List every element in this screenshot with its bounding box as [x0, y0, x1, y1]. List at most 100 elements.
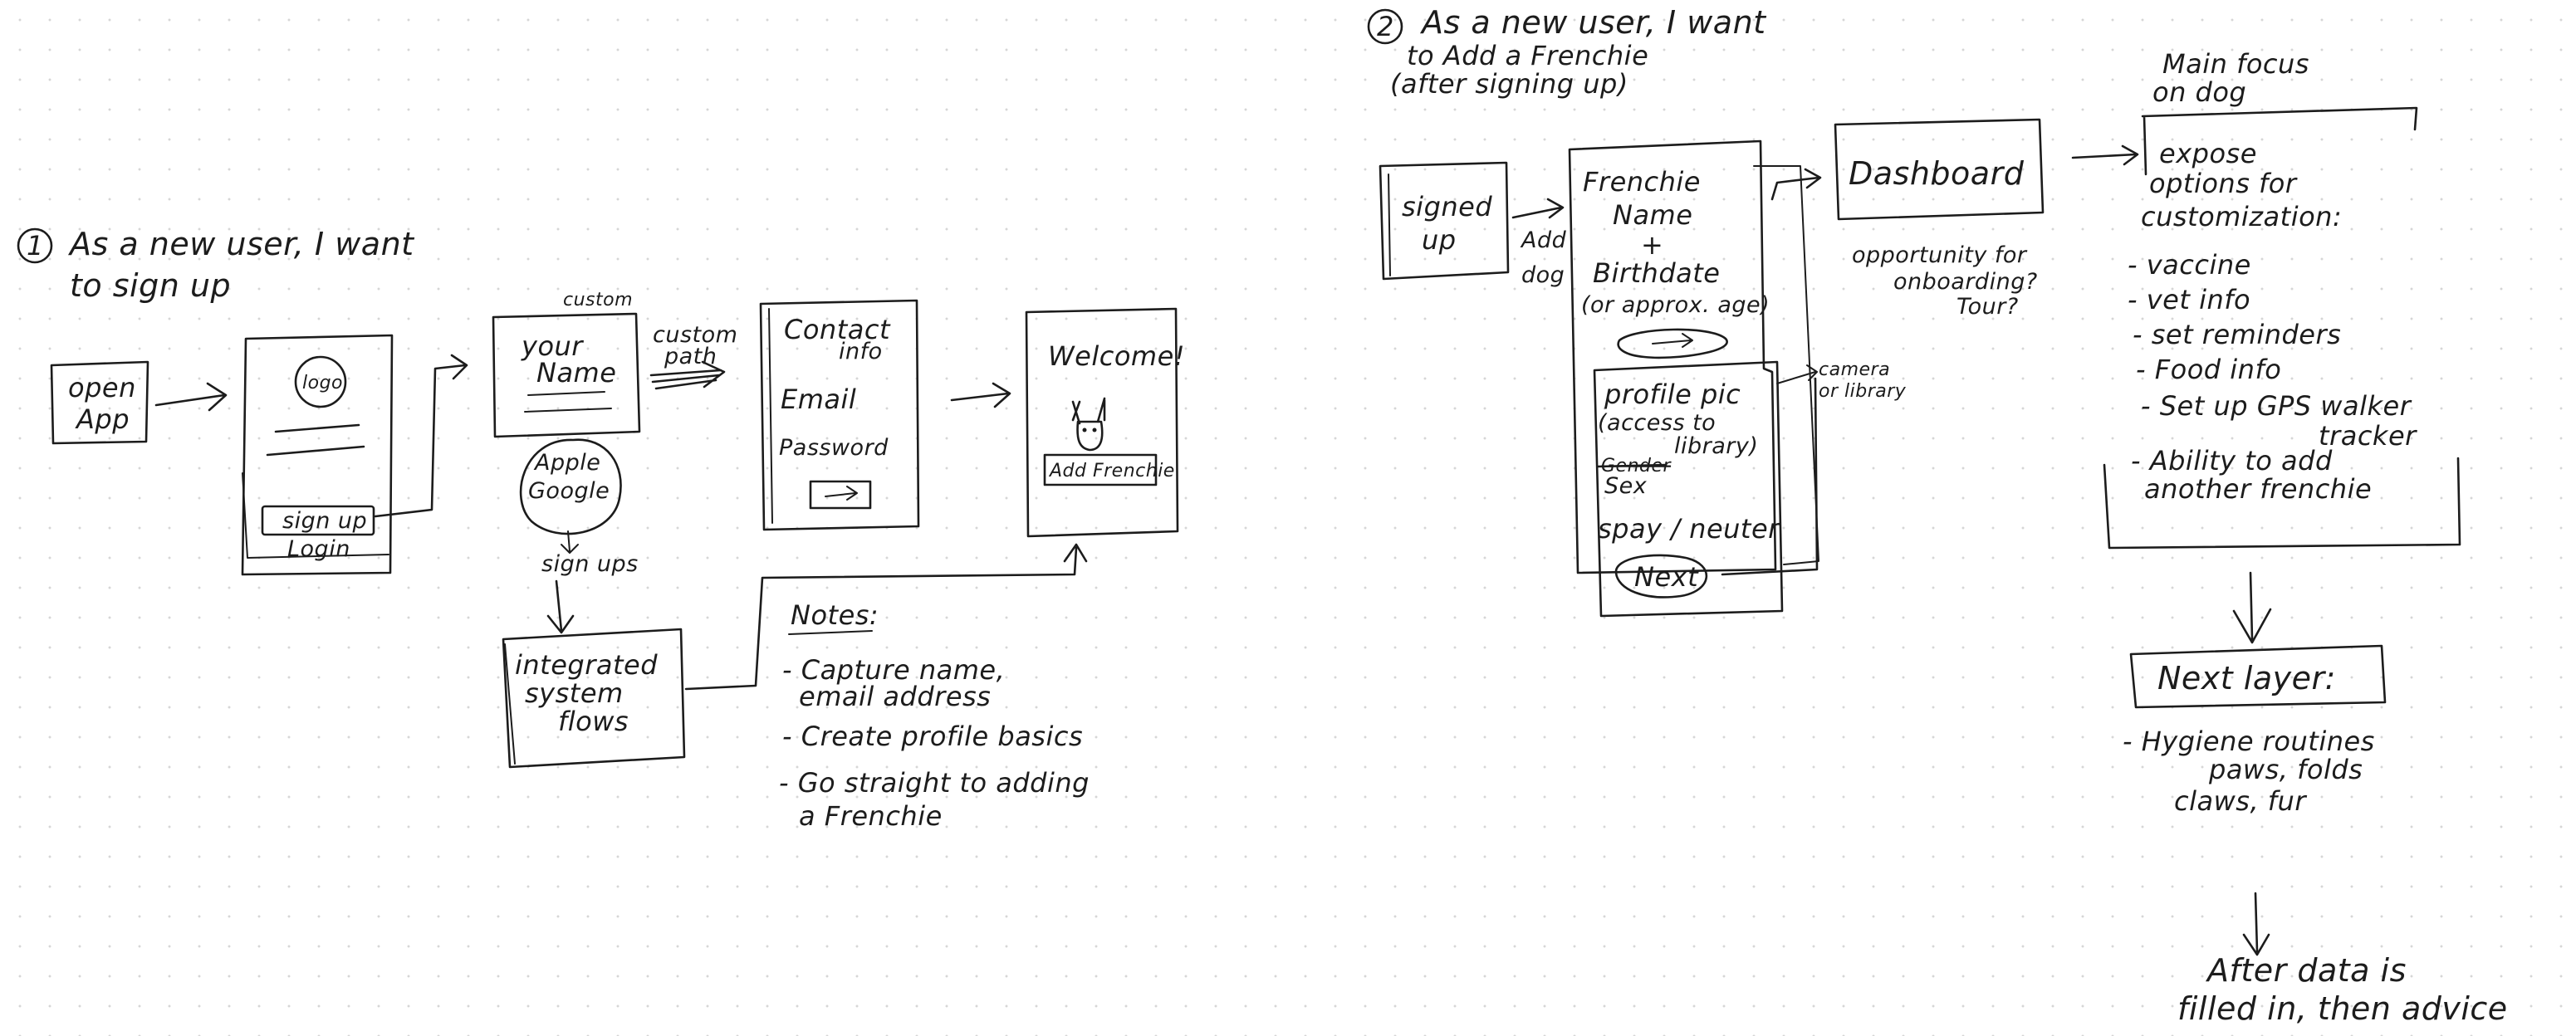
form-birth: Birthdate: [1593, 257, 1720, 289]
next-layer-box: [2129, 644, 2387, 709]
arrow-contact-to-welcome: [950, 382, 1011, 408]
flow2-heading-line2: to Add a Frenchie: [1407, 40, 1648, 71]
arrow-dashboard-to-focus: [2071, 144, 2139, 166]
signed-up-box: [1379, 161, 1510, 281]
contact-screen-inner: [768, 308, 773, 524]
integrated-line1: integrated: [515, 649, 658, 681]
welcome-screen-box: [1025, 307, 1179, 538]
add-frenchie-button-label: Add Frenchie: [1048, 461, 1175, 481]
focus-line1: Main focus: [2162, 48, 2309, 80]
tour-line3: Tour?: [1956, 294, 2019, 320]
focus-line2: on dog: [2152, 76, 2246, 108]
arrow-focus-to-next-layer: [2232, 571, 2272, 644]
option-another-line1: - Ability to add: [2131, 445, 2333, 476]
note2-line1: - Create profile basics: [782, 721, 1083, 752]
tour-line1: opportunity for: [1852, 242, 2028, 268]
signups-label: sign ups: [541, 551, 639, 577]
flow2-group: 2 As a new user, I want to Add a Frenchi…: [1367, 4, 2508, 1027]
notes-title: Notes:: [791, 599, 879, 631]
contact-info-line2: info: [839, 339, 883, 364]
flow1-number: 1: [27, 230, 44, 261]
name-field-line2: [524, 408, 612, 413]
flow1-number-circle: [17, 227, 53, 264]
arrow-name-to-contact: [649, 360, 726, 390]
expose-line3: customization:: [2141, 201, 2342, 232]
name-field-line1: [527, 391, 605, 396]
arrow-to-after-data: [2242, 892, 2270, 956]
profile-pic-line1: profile pic: [1604, 379, 1741, 410]
open-app-line2: App: [75, 403, 130, 435]
camera-line2: or library: [1819, 381, 1907, 402]
your-name-line2: Name: [536, 357, 616, 388]
expose-line1: expose: [2159, 138, 2257, 169]
frenchie-eye-right: [1092, 428, 1097, 432]
your-name-screen-box: [492, 312, 641, 438]
form-screen-bottom: [1593, 360, 1784, 618]
frenchie-eye-left: [1082, 428, 1087, 432]
arrow-open-to-login: [154, 382, 228, 412]
form-screen-back: [1753, 165, 1819, 565]
note3-line2: a Frenchie: [799, 800, 943, 832]
spay-neuter-label: spay / neuter: [1598, 513, 1780, 545]
contact-info-line1: Contact: [784, 314, 891, 345]
google-label: Google: [528, 478, 610, 504]
option-food: - Food info: [2136, 354, 2281, 385]
note3-line1: - Go straight to adding: [779, 767, 1090, 799]
form-name-line2: Name: [1613, 199, 1692, 231]
flow2-number-circle: [1367, 8, 1403, 45]
add-dog-line1: Add: [1520, 227, 1567, 253]
password-label: Password: [779, 435, 889, 461]
flow1-group: 1 As a new user, I want to sign up open …: [17, 226, 1185, 832]
custom-path-line1: custom: [653, 322, 737, 348]
integrated-line3: flows: [558, 706, 629, 737]
frenchie-dog-icon: [1071, 397, 1106, 452]
notes-title-underline: [788, 630, 873, 635]
apple-label: Apple: [533, 450, 600, 476]
flow2-heading-line3: (after signing up): [1390, 68, 1628, 100]
logo-label: logo: [302, 373, 343, 393]
add-frenchie-button[interactable]: [1043, 453, 1158, 486]
signup-button-label: sign up: [282, 508, 367, 534]
gender-strike-line: [1596, 463, 1668, 468]
login-screen-inner: [242, 472, 389, 559]
tour-line2: onboarding?: [1893, 269, 2038, 295]
integrated-line2: system: [525, 677, 624, 709]
form-plus: +: [1641, 229, 1663, 261]
after-data-line1: After data is: [2205, 952, 2407, 989]
integrated-flows-inner: [504, 643, 516, 765]
option-vaccine: - vaccine: [2128, 249, 2251, 281]
arrow-profile-to-camera: [1776, 364, 1818, 384]
option-another-line2: another frenchie: [2144, 473, 2372, 505]
signup-button[interactable]: [261, 505, 375, 536]
option-reminders: - set reminders: [2133, 319, 2341, 350]
option-vet: - vet info: [2128, 284, 2250, 315]
profile-pic-line2: (access to: [1598, 410, 1716, 436]
form-age: (or approx. age): [1581, 292, 1770, 318]
arrow-integrated-to-welcome: [684, 543, 1088, 691]
welcome-label: Welcome!: [1048, 340, 1185, 372]
email-label: Email: [781, 384, 856, 415]
signed-up-line1: signed: [1402, 191, 1492, 222]
logo-circle: [294, 355, 347, 408]
flow1-heading-line1: As a new user, I want: [67, 226, 415, 262]
login-line2: [266, 445, 365, 457]
after-data-line2: filled in, then advice: [2177, 990, 2508, 1027]
contact-next-arrow-icon: [825, 486, 858, 501]
camera-line1: camera: [1819, 359, 1890, 380]
next-button-oval[interactable]: [1614, 554, 1708, 599]
dashboard-label[interactable]: Dashboard: [1849, 155, 2025, 192]
arrow-signed-to-form: [1511, 198, 1565, 219]
login-line1: [274, 423, 360, 433]
next-button-label: Next: [1634, 561, 1699, 593]
form-upload-oval[interactable]: [1617, 328, 1728, 359]
hygiene-line1: - Hygiene routines: [2123, 726, 2375, 757]
your-name-line1: your: [521, 330, 584, 362]
login-label[interactable]: Login: [287, 536, 350, 562]
form-name-line1: Frenchie: [1583, 166, 1701, 198]
flow2-heading-line1: As a new user, I want: [1419, 4, 1767, 41]
signed-up-line2: up: [1422, 224, 1457, 256]
flow1-heading-line2: to sign up: [70, 267, 231, 304]
social-signup-oval: [519, 438, 622, 535]
contact-next-button[interactable]: [809, 480, 872, 510]
